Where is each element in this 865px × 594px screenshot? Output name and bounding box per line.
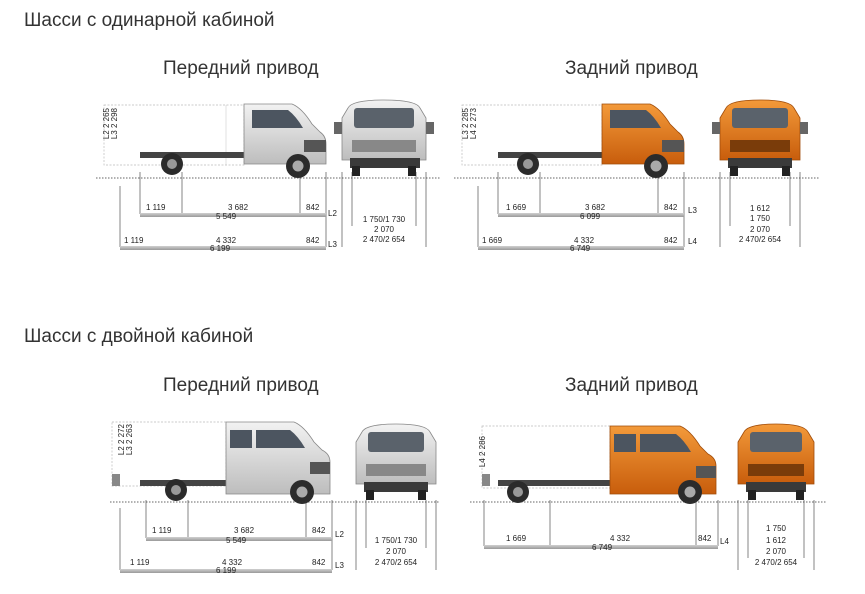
length-tag: L4: [688, 237, 697, 246]
truck-front-double-front: [355, 423, 437, 500]
dimension-lines-s2-front: [119, 500, 437, 570]
dim-body-width: 2 070: [385, 547, 407, 556]
dim-bar: [478, 246, 684, 250]
truck-front-double-rear: [737, 423, 815, 500]
dim-wheelbase: 3 682: [585, 203, 606, 212]
dim-overhang-front: 1 119: [130, 558, 150, 567]
truck-front-single-front: [334, 99, 434, 176]
dim-overhang-front: 1 119: [146, 203, 166, 212]
dim-total-length: 6 749: [592, 543, 613, 552]
dim-mirror-width: 2 470/2 654: [362, 235, 406, 244]
front-drive-title: Передний привод: [163, 375, 319, 396]
dim-mirror-width: 2 470/2 654: [738, 235, 782, 244]
dim-wheelbase: 4 332: [574, 236, 595, 245]
length-tag: L3: [335, 561, 344, 570]
truck-front-single-rear: [712, 99, 808, 176]
dim-track-width: 1 750/1 730: [374, 536, 418, 545]
dim-total-length: 6 199: [210, 244, 231, 253]
length-tag: L3: [328, 240, 337, 249]
dim-mirror-width: 2 470/2 654: [754, 558, 798, 567]
dim-overhang-front: 1 119: [124, 236, 144, 245]
dim-wheelbase: 4 332: [222, 558, 243, 567]
section-title-single-cab: Шасси с одинарной кабиной: [24, 10, 275, 31]
dim-body-width: 2 070: [765, 547, 787, 556]
dim-overhang-rear: 842: [312, 526, 326, 535]
dim-overhang-rear: 842: [664, 236, 678, 245]
dim-bar: [484, 545, 718, 549]
dim-wheelbase: 3 682: [228, 203, 249, 212]
dim-bar: [498, 213, 684, 217]
dim-overhang-rear: 842: [306, 236, 320, 245]
rear-drive-title: Задний привод: [565, 375, 698, 396]
height-label: L3 2 263: [125, 424, 134, 456]
dim-overhang-rear: 842: [698, 534, 712, 543]
length-tag: L3: [688, 206, 697, 215]
height-label: L2 2 265: [102, 108, 111, 140]
dim-bar: [120, 569, 332, 573]
dim-overhang-rear: 842: [664, 203, 678, 212]
truck-side-single-rear: [461, 103, 685, 178]
height-label: L3 2 298: [110, 108, 119, 140]
rear-drive-title: Задний привод: [565, 58, 698, 79]
height-label: L3 2 285: [461, 108, 470, 140]
dimension-lines-s1-front: [119, 172, 427, 247]
dim-total-length: 6 199: [216, 566, 237, 575]
length-tag: L2: [335, 530, 344, 539]
dimension-lines-s2-rear: [483, 500, 815, 570]
truck-side-double-rear: [481, 425, 717, 504]
dim-total-length: 6 749: [570, 244, 591, 253]
dim-overhang-rear: 842: [312, 558, 326, 567]
dim-track-width: 1 612: [765, 536, 787, 545]
dim-wheelbase: 4 332: [216, 236, 237, 245]
dim-bar: [140, 213, 326, 217]
length-tag: L2: [328, 209, 337, 218]
height-label: L4 2 286: [478, 436, 487, 468]
dim-track-width: 1 750/1 730: [362, 215, 406, 224]
dim-wheelbase: 3 682: [234, 526, 255, 535]
length-tag: L4: [720, 537, 729, 546]
dim-track-width: 1 750: [765, 524, 787, 533]
dim-overhang-front: 1 119: [152, 526, 172, 535]
dim-total-length: 5 549: [216, 212, 237, 221]
dim-overhang-front: 1 669: [482, 236, 503, 245]
dim-track-width: 1 612: [749, 204, 771, 213]
dim-overhang-front: 1 669: [506, 534, 527, 543]
dim-body-width: 2 070: [749, 225, 771, 234]
truck-side-single-front: [103, 103, 327, 178]
dim-bar: [146, 537, 332, 541]
height-label: L2 2 272: [117, 424, 126, 456]
dim-total-length: 6 099: [580, 212, 601, 221]
dim-track-width: 1 750: [749, 214, 771, 223]
dim-total-length: 5 549: [226, 536, 247, 545]
section-title-double-cab: Шасси с двойной кабиной: [24, 326, 254, 347]
height-label: L4 2 273: [469, 108, 478, 140]
dim-bar: [120, 246, 326, 250]
dim-overhang-rear: 842: [306, 203, 320, 212]
dimension-lines-s1-rear: [477, 172, 801, 247]
dim-mirror-width: 2 470/2 654: [374, 558, 418, 567]
dim-overhang-front: 1 669: [506, 203, 527, 212]
front-drive-title: Передний привод: [163, 58, 319, 79]
truck-side-double-front: [111, 421, 331, 504]
dim-wheelbase: 4 332: [610, 534, 631, 543]
dim-body-width: 2 070: [373, 225, 395, 234]
